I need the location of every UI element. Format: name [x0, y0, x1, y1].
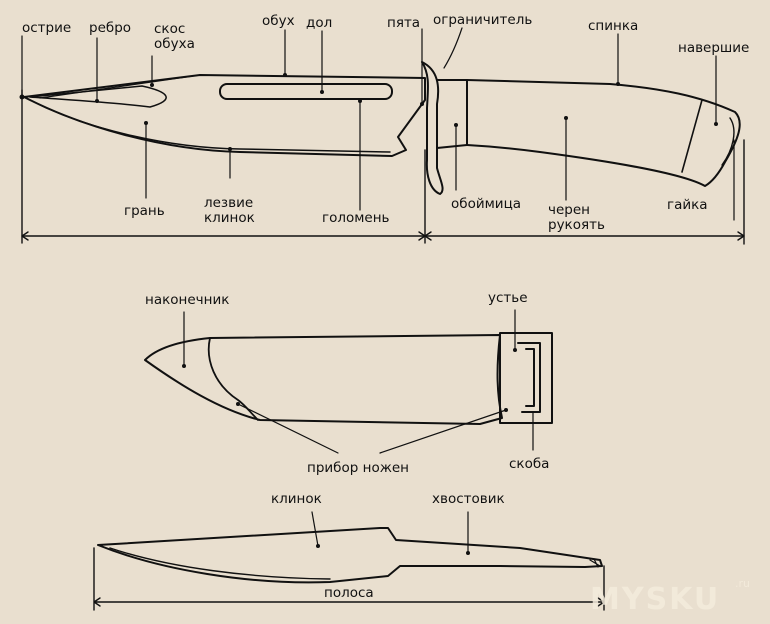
label-heel: пята [387, 15, 421, 31]
label-spine-bevel: скос обуха [154, 21, 195, 52]
label-pommel: навершие [678, 40, 750, 56]
label-flat: голомень [322, 210, 390, 226]
knife-leaders [21, 27, 735, 221]
rib-line [39, 74, 201, 99]
label-back: спинка [588, 18, 639, 34]
blade-dimension [21, 89, 426, 244]
label-sheath-fittings: прибор ножен [307, 460, 409, 476]
strip-drawing [93, 511, 605, 611]
strip-bevel [109, 547, 331, 580]
sheath-outline [144, 334, 503, 425]
nut-part [721, 117, 735, 166]
watermark-logo: MYSKU [590, 582, 721, 617]
sheath-bracket [517, 342, 541, 413]
blade-edge-bevel [33, 101, 391, 153]
sheath-tip-line [207, 337, 259, 421]
handle-dimension [424, 139, 745, 245]
strip-outline [97, 527, 603, 584]
sheath-drawing [144, 309, 553, 454]
label-nut: гайка [667, 197, 708, 213]
strip-dimension [93, 547, 605, 611]
sheath-mouth [499, 332, 553, 424]
label-strip-tang: хвостовик [432, 491, 505, 507]
label-spine: обух [262, 13, 295, 29]
leader-dots [19, 73, 718, 555]
knife-drawing [21, 27, 745, 245]
label-tip: острие [22, 20, 72, 36]
label-strip-blade: клинок [271, 491, 322, 507]
spine-bevel-line [29, 85, 167, 108]
watermark-suffix: .ru [735, 577, 750, 590]
label-sheath-bracket: скоба [509, 456, 550, 472]
label-ferrule: обоймица [451, 196, 522, 212]
fuller [219, 83, 393, 100]
label-sheath-tip: наконечник [145, 292, 230, 308]
label-strip: полоса [324, 585, 374, 601]
label-guard: ограничитель [433, 12, 533, 28]
ferrule-part [436, 79, 468, 149]
label-rib: ребро [89, 20, 132, 36]
handle [466, 79, 741, 187]
guard [421, 61, 444, 195]
label-handle: черен рукоять [548, 202, 605, 233]
tang-end [589, 558, 601, 568]
label-sheath-mouth: устье [488, 290, 528, 306]
label-blade-edge: лезвие клинок [204, 195, 255, 226]
strip-leaders [311, 511, 469, 554]
label-face: грань [124, 203, 165, 219]
blade-outline [23, 74, 426, 157]
pommel-line [681, 99, 703, 173]
sheath-leaders [183, 309, 534, 454]
label-fuller: дол [306, 15, 333, 31]
